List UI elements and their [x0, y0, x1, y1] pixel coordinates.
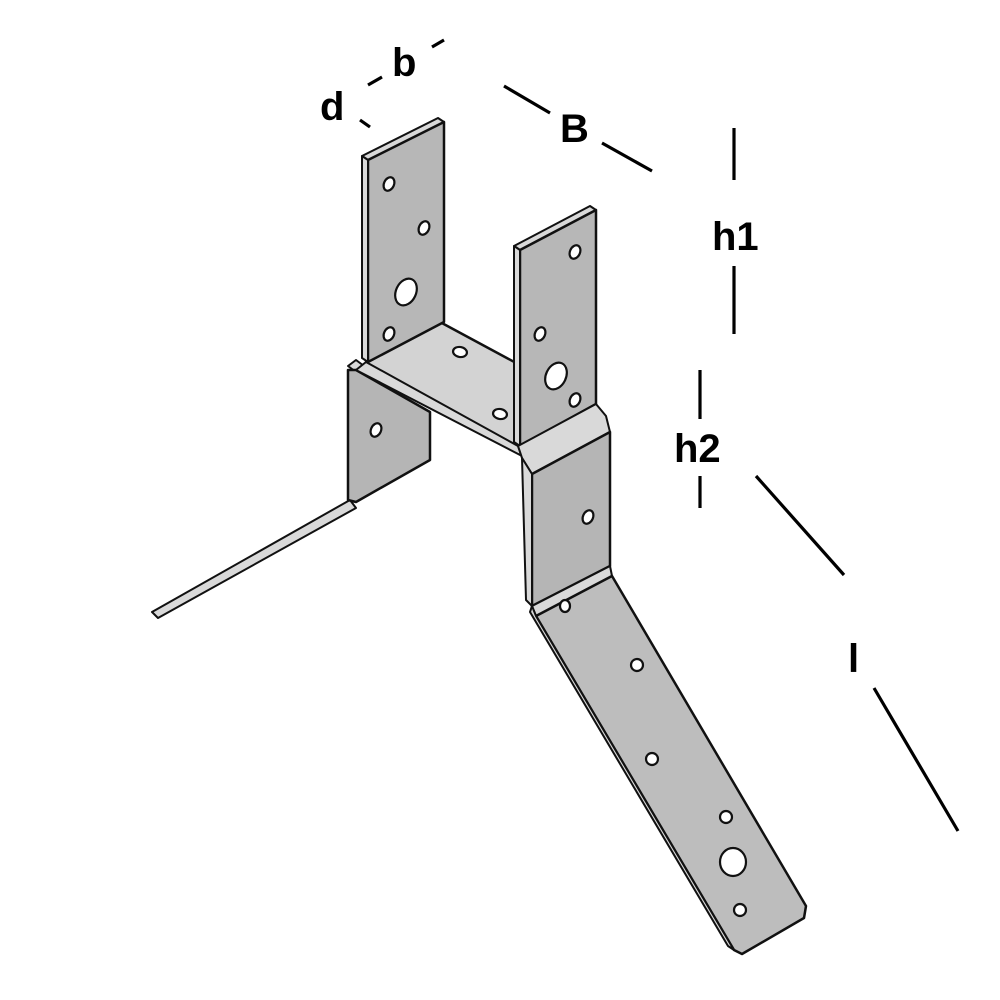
left-upper-flange — [361, 117, 446, 364]
hole — [491, 407, 509, 421]
dimension-B: B — [503, 84, 653, 173]
hole — [382, 326, 396, 342]
dimension-b: b — [367, 38, 445, 87]
hole — [718, 809, 734, 825]
dimension-l: l — [754, 474, 960, 832]
hole-large — [394, 277, 418, 307]
dimension-label-h1: h1 — [712, 215, 759, 259]
dimension-h1: h1 — [712, 128, 759, 334]
hole — [533, 326, 547, 342]
hole — [451, 345, 469, 359]
angled-strap — [529, 565, 808, 956]
hole — [732, 902, 748, 918]
hole — [644, 751, 660, 767]
hole — [369, 422, 383, 438]
hole — [382, 176, 396, 192]
dimension-d: d — [320, 85, 371, 129]
hole-large — [544, 361, 568, 391]
left-leg-strap-edge — [151, 499, 357, 619]
right-upper-flange — [513, 205, 598, 448]
hole — [568, 392, 582, 408]
hole — [417, 220, 431, 236]
dimension-label-d: d — [320, 85, 344, 129]
dimension-label-B: B — [560, 107, 589, 151]
hole — [558, 598, 572, 614]
left-lower-leg — [346, 359, 432, 504]
hole — [568, 244, 582, 260]
hole — [629, 657, 645, 673]
hole-large — [718, 846, 748, 878]
dimension-h2: h2 — [674, 370, 721, 508]
dimension-label-l: l — [848, 637, 859, 681]
hole — [581, 509, 595, 525]
dimension-label-b: b — [392, 41, 416, 85]
dimension-label-h2: h2 — [674, 427, 721, 471]
